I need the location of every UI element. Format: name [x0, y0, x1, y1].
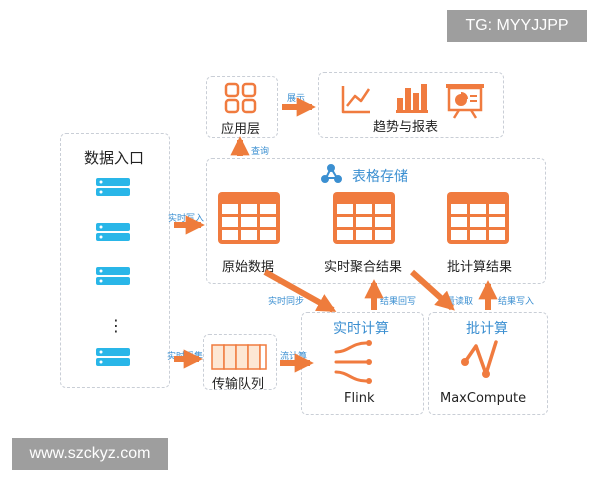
flink-label: Flink: [344, 391, 375, 406]
raw-data-label: 原始数据: [222, 260, 275, 275]
realtime-agg-table-icon: [333, 192, 395, 244]
app-grid-icon: [224, 82, 257, 114]
server-icon-1: [96, 178, 130, 196]
batch-compute-title: 批计算: [466, 321, 508, 337]
data-entry-ellipsis: ⋮: [108, 316, 124, 335]
edge-label-batch-read: 批量读取: [437, 297, 474, 307]
raw-data-table-icon: [218, 192, 280, 244]
arrow-batch-read: [409, 269, 455, 311]
queue-label: 传输队列: [212, 377, 265, 392]
presentation-icon: [446, 84, 484, 119]
table-store-icon: [321, 164, 342, 183]
edge-label-show: 展示: [287, 94, 306, 104]
watermark-top: TG: MYYJJPP: [447, 10, 587, 42]
edge-label-query: 查询: [251, 147, 270, 157]
server-icon-2: [96, 223, 130, 241]
data-entry-box: [60, 133, 170, 388]
realtime-agg-label: 实时聚合结果: [324, 260, 403, 275]
queue-icon: [211, 344, 267, 370]
edge-label-result-write-back: 结果回写: [380, 297, 417, 307]
batch-result-table-icon: [447, 192, 509, 244]
edge-label-result-write: 结果写入: [498, 297, 535, 307]
maxcompute-label: MaxCompute: [440, 391, 527, 406]
arrow-realtime-sync: [263, 269, 337, 313]
maxcompute-icon: [461, 340, 498, 378]
flink-icon: [334, 340, 372, 384]
trends-label: 趋势与报表: [373, 120, 439, 135]
edge-label-stream-compute: 流计算: [280, 352, 308, 362]
batch-result-label: 批计算结果: [447, 260, 513, 275]
data-entry-title: 数据入口: [84, 149, 145, 167]
server-icon-3: [96, 267, 130, 285]
server-icon-4: [96, 348, 130, 366]
bar-chart-icon: [396, 84, 428, 113]
line-chart-icon: [341, 86, 371, 114]
edge-label-realtime-sync: 实时同步: [268, 297, 305, 307]
realtime-compute-title: 实时计算: [333, 321, 389, 337]
app-layer-label: 应用层: [221, 122, 261, 137]
watermark-bottom: www.szckyz.com: [12, 438, 168, 470]
table-store-title: 表格存储: [352, 169, 408, 185]
